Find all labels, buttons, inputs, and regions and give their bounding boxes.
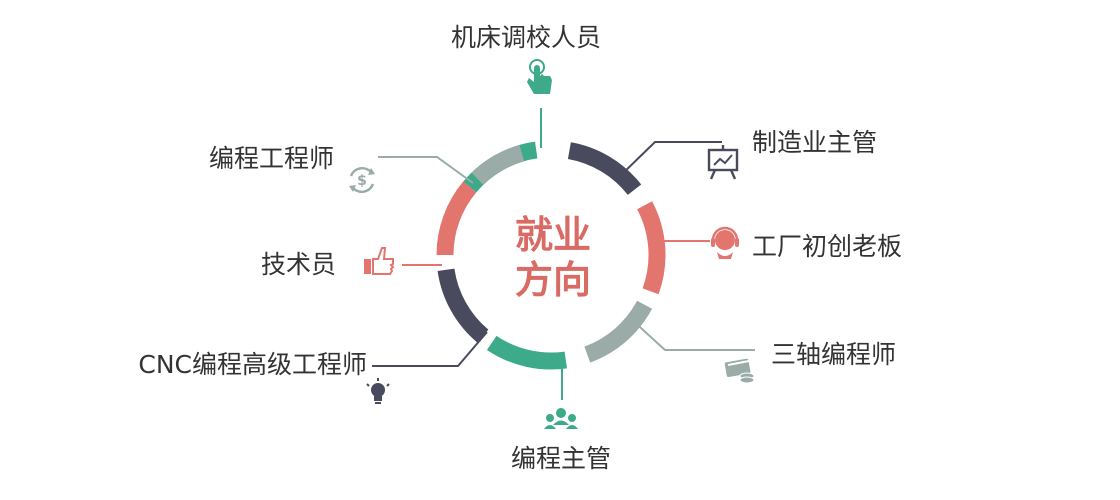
role-label-machine-tuner: 机床调校人员: [451, 23, 601, 52]
role-label-technician: 技术员: [261, 250, 336, 279]
connector-cnc-senior-engineer: [372, 331, 488, 367]
ring-segment-programming-supervisor: [486, 335, 567, 370]
ring-segment-cnc-senior-engineer: [437, 268, 489, 343]
connector-programming-engineer: [378, 156, 474, 184]
connectors: [372, 108, 755, 400]
role-label-programming-supervisor: 编程主管: [511, 444, 611, 473]
role-label-factory-founder: 工厂初创老板: [752, 232, 902, 261]
pointer-hand-icon: [527, 59, 552, 94]
cash-card-icon: [724, 358, 755, 384]
connector-manufacturing-supervisor: [619, 141, 722, 177]
ring-segment-technician: [436, 181, 477, 256]
presentation-board-icon: [707, 145, 739, 180]
role-label-three-axis-programmer: 三轴编程师: [771, 340, 896, 369]
team-icon: [544, 408, 578, 429]
thumbs-up-icon: [364, 247, 395, 275]
role-label-manufacturing-supervisor: 制造业主管: [752, 128, 877, 157]
center-title-line-1: 就业: [515, 213, 591, 257]
ring-segment-programming-engineer: [471, 144, 525, 185]
center-title-line-2: 方向: [515, 258, 591, 302]
lightbulb-icon: [366, 378, 390, 404]
connector-three-axis-programmer: [629, 317, 755, 351]
dollar-cycle-icon: $: [349, 166, 375, 194]
ring-segment-three-axis-programmer: [584, 300, 653, 363]
role-label-cnc-senior-engineer: CNC编程高级工程师: [138, 350, 367, 379]
svg-text:$: $: [357, 173, 367, 189]
headset-person-icon: [711, 226, 739, 259]
ring: [436, 141, 666, 370]
ring-segment-factory-founder: [636, 201, 666, 295]
role-label-programming-engineer: 编程工程师: [209, 144, 334, 173]
ring-segment-manufacturing-supervisor: [567, 142, 642, 196]
